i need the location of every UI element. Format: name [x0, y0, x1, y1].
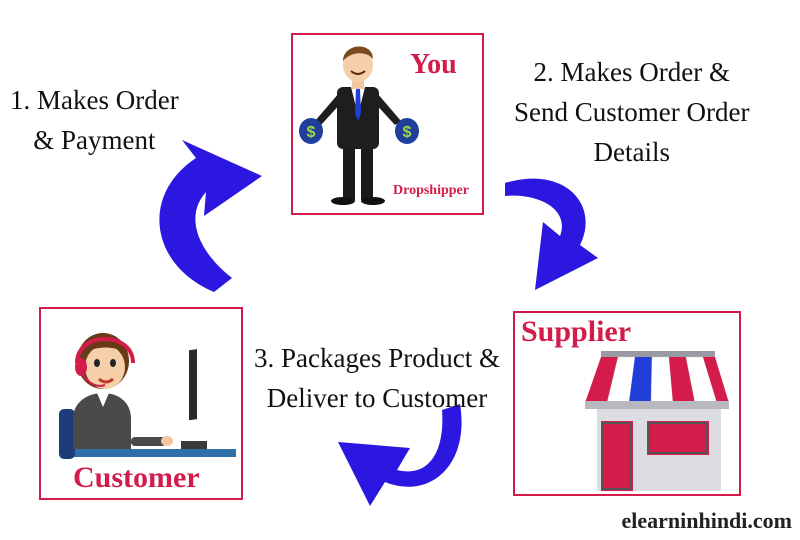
- dropshipper-label: Dropshipper: [393, 183, 469, 198]
- you-label: You: [410, 49, 457, 80]
- supplier-box: Supplier: [513, 311, 741, 496]
- step-2-line-2: Send Customer Order: [514, 97, 750, 127]
- dollar-bag-icon-left: $: [299, 118, 323, 144]
- svg-text:$: $: [403, 124, 412, 141]
- store-icon: [585, 351, 729, 491]
- svg-text:$: $: [307, 124, 316, 141]
- dollar-bag-icon-right: $: [395, 118, 419, 144]
- step-3-line-2: Deliver to Customer: [266, 383, 488, 413]
- step-1-label: 1. Makes Order & Payment: [10, 80, 179, 160]
- supplier-label: Supplier: [521, 315, 632, 348]
- step-3-line-1: 3. Packages Product &: [254, 343, 500, 373]
- arrow-you-to-supplier: [505, 178, 598, 290]
- dropshipper-box: $ $ You Dropshipper: [291, 33, 484, 215]
- step-2-line-3: Details: [593, 137, 670, 167]
- customer-label: Customer: [73, 461, 200, 494]
- customer-service-icon: [59, 333, 236, 459]
- site-watermark: elearninhindi.com: [621, 508, 792, 533]
- step-2-label: 2. Makes Order & Send Customer Order Det…: [514, 52, 749, 172]
- step-3-label: 3. Packages Product & Deliver to Custome…: [254, 338, 500, 418]
- step-1-line-1: 1. Makes Order: [10, 85, 179, 115]
- step-1-line-2: & Payment: [33, 125, 156, 155]
- businessman-icon: $ $: [299, 46, 419, 205]
- arrow-customer-to-you: [159, 140, 262, 292]
- arrow-supplier-to-customer: [338, 404, 462, 506]
- customer-box: Customer: [39, 307, 243, 500]
- step-2-line-1: 2. Makes Order &: [533, 57, 730, 87]
